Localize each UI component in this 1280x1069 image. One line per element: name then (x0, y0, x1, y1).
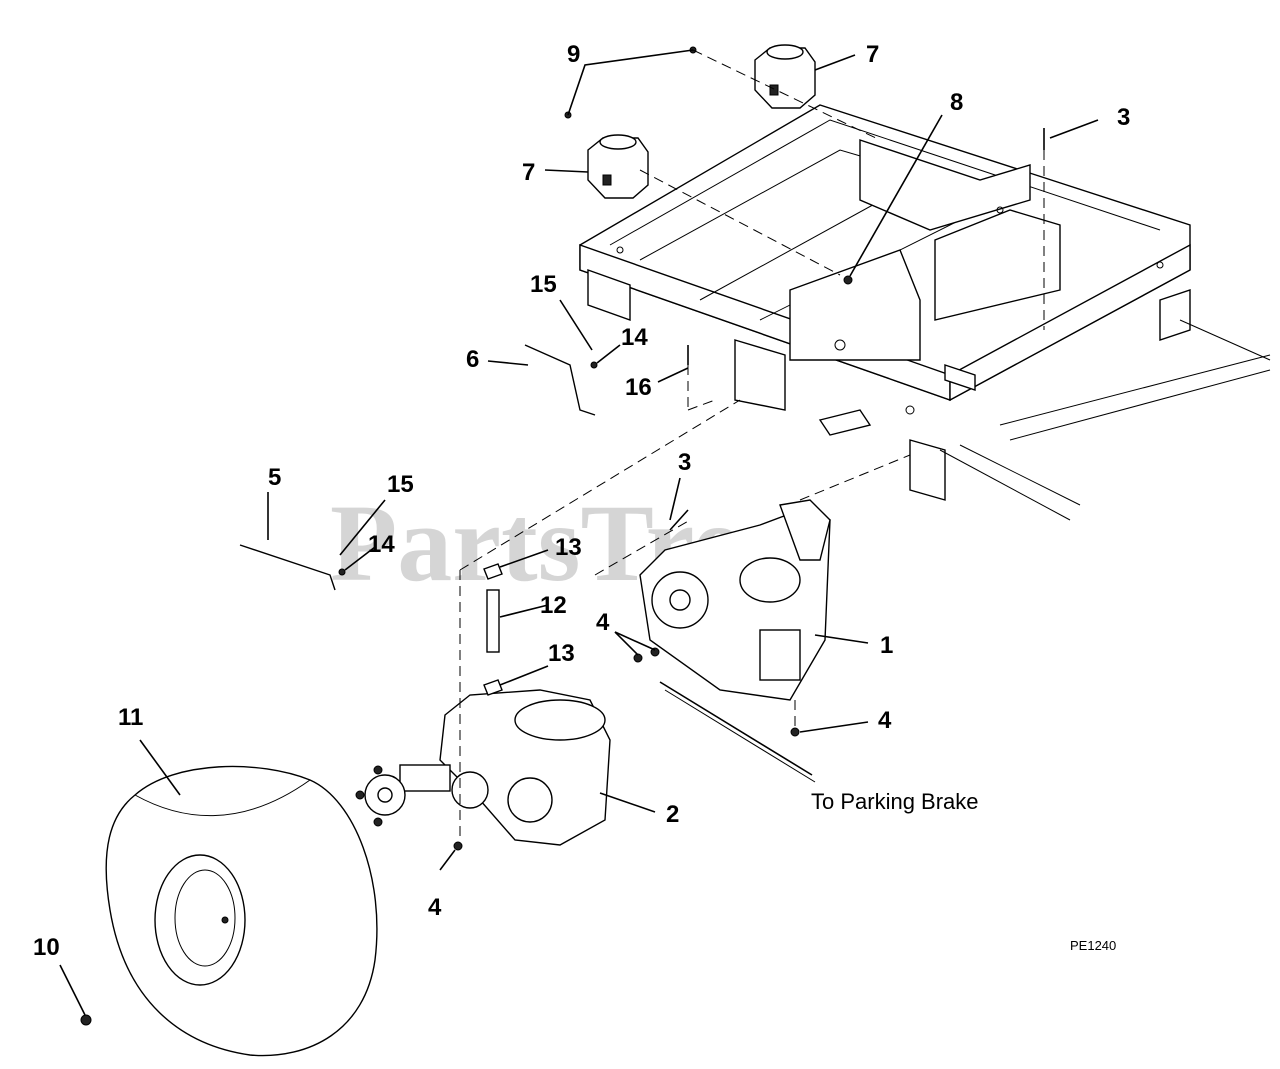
parking-brake-note: To Parking Brake (811, 789, 979, 814)
rod-part-5 (239, 544, 336, 591)
callout-6: 6 (466, 346, 479, 373)
rod-part-6 (524, 344, 596, 416)
callout-10: 10 (33, 934, 60, 961)
callout-7-lower: 7 (522, 159, 535, 186)
parking-brake-rod (659, 681, 813, 776)
callout-3-upper: 3 (1117, 104, 1130, 131)
clip-part-13-upper (483, 563, 503, 580)
tube-part-12 (486, 589, 500, 653)
callout-13-upper: 13 (555, 534, 582, 561)
callout-9: 9 (567, 41, 580, 68)
damper-part-7-upper (754, 44, 816, 109)
callout-8: 8 (950, 89, 963, 116)
transaxle-part-2 (355, 689, 611, 846)
pin-part-3-lower (669, 509, 689, 531)
nut-part-4-b (650, 647, 660, 657)
transaxle-part-1 (639, 499, 831, 701)
assembly-lines (459, 49, 1045, 840)
nut-part-4-d (453, 841, 463, 851)
washer-part-14-upper (590, 361, 598, 369)
callout-2: 2 (666, 801, 679, 828)
nut-part-4-a (633, 653, 643, 663)
tire-part-11 (105, 765, 378, 1057)
callout-14-upper: 14 (621, 324, 648, 351)
callout-12: 12 (540, 592, 567, 619)
callout-13-lower: 13 (548, 640, 575, 667)
damper-part-7-lower (587, 134, 649, 199)
callout-4-b: 4 (878, 707, 892, 734)
bolt-part-8 (843, 275, 853, 285)
callout-14-lower: 14 (368, 531, 395, 558)
callout-1: 1 (880, 632, 893, 659)
nut-part-4-c (790, 727, 800, 737)
drawing-code: PE1240 (1070, 938, 1116, 953)
callout-5: 5 (268, 464, 281, 491)
callout-15-lower: 15 (387, 471, 414, 498)
callout-15-upper: 15 (530, 271, 557, 298)
callout-16: 16 (625, 374, 652, 401)
clip-part-13-lower (483, 679, 503, 696)
callout-7-upper: 7 (866, 41, 879, 68)
callout-3-lower: 3 (678, 449, 691, 476)
chassis-frame (579, 104, 1271, 521)
callout-4-c: 4 (428, 894, 442, 921)
leader-lines (59, 49, 1099, 1016)
nut-part-10 (80, 1014, 92, 1026)
callout-4-a: 4 (596, 609, 610, 636)
callout-11: 11 (118, 704, 143, 731)
washer-part-14-lower (338, 568, 346, 576)
